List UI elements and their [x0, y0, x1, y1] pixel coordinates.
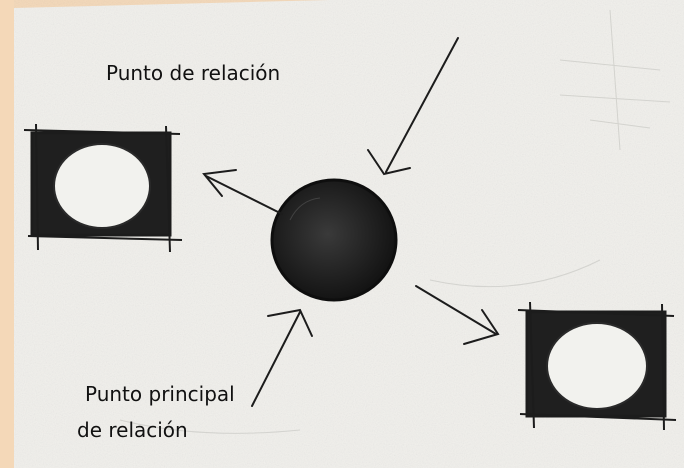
arrow-top-incoming	[367, 37, 459, 176]
main-relation-point	[270, 178, 398, 302]
relation-point-label: Punto de relación	[106, 61, 281, 85]
arrow-from-main-label	[251, 308, 313, 407]
arrow-to-left-square	[202, 169, 283, 215]
main-point-label-line1: Punto principal	[85, 382, 235, 406]
main-point-label-line2: de relación	[77, 418, 188, 442]
arrow-to-right-square	[415, 285, 500, 345]
relation-square-right	[517, 301, 677, 431]
relation-square-left	[23, 123, 183, 253]
